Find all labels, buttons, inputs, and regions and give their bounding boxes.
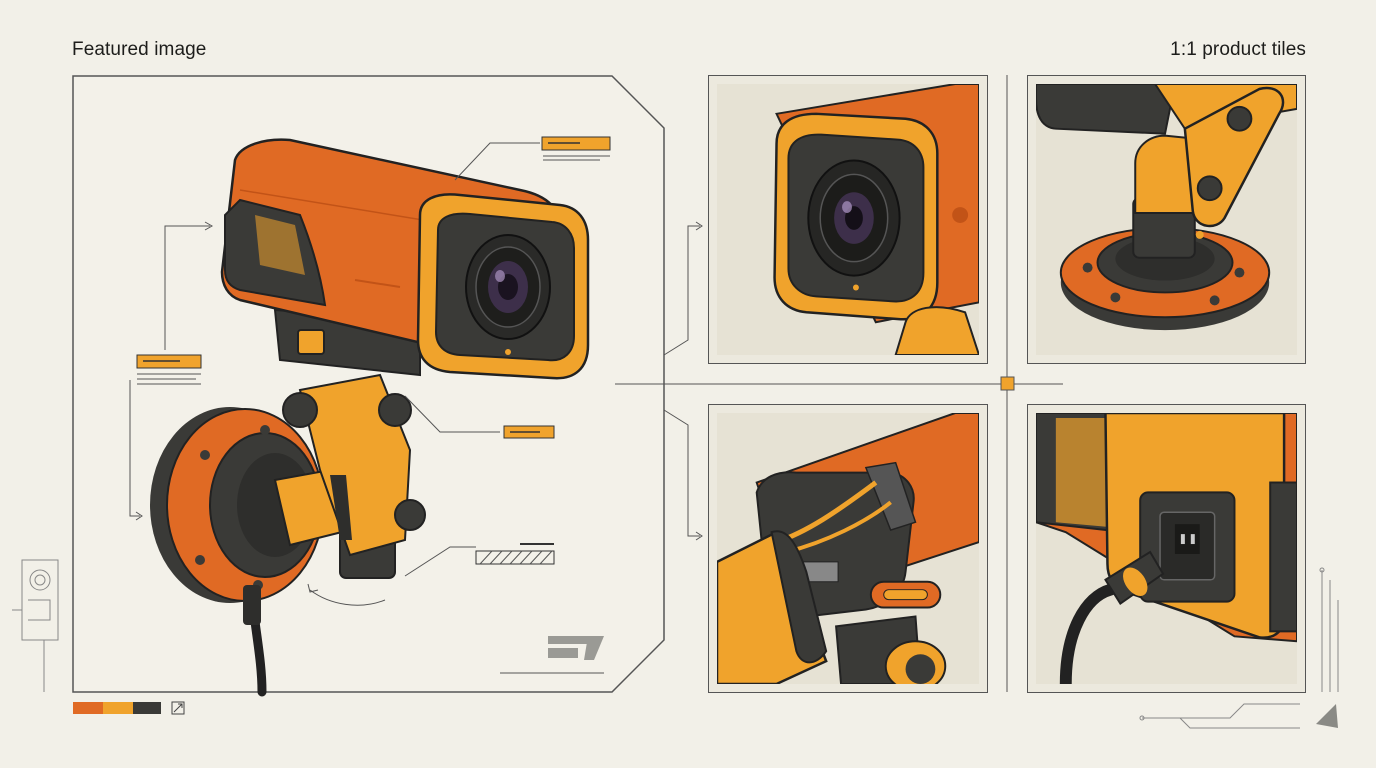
corner-glyph-icon [1316,704,1338,728]
crosshair-node [1000,376,1015,391]
circuit-decoration-left [12,559,59,692]
product-tiles-label: 1:1 product tiles [1170,39,1306,60]
product-tile-mount[interactable] [1027,75,1306,364]
callout-lines [129,142,540,606]
tile-internals-illustration [717,413,979,684]
camera-illustration [150,138,590,697]
featured-image-label: Featured image [72,39,207,60]
swatch-amber [103,702,133,714]
product-tile-power[interactable] [1027,404,1306,693]
frame-glyph [500,636,604,674]
product-tile-lens[interactable] [708,75,988,364]
product-tile-internals[interactable] [708,404,988,693]
circuit-decoration-right [1139,567,1339,729]
swatch-orange [73,702,103,714]
tile-power-illustration [1036,413,1297,684]
tile-mount-illustration [1036,84,1297,331]
callout-tags [136,136,611,565]
tile-lens-illustration [773,84,979,355]
expand-icon[interactable] [171,701,185,715]
swatch-charcoal [133,702,161,714]
